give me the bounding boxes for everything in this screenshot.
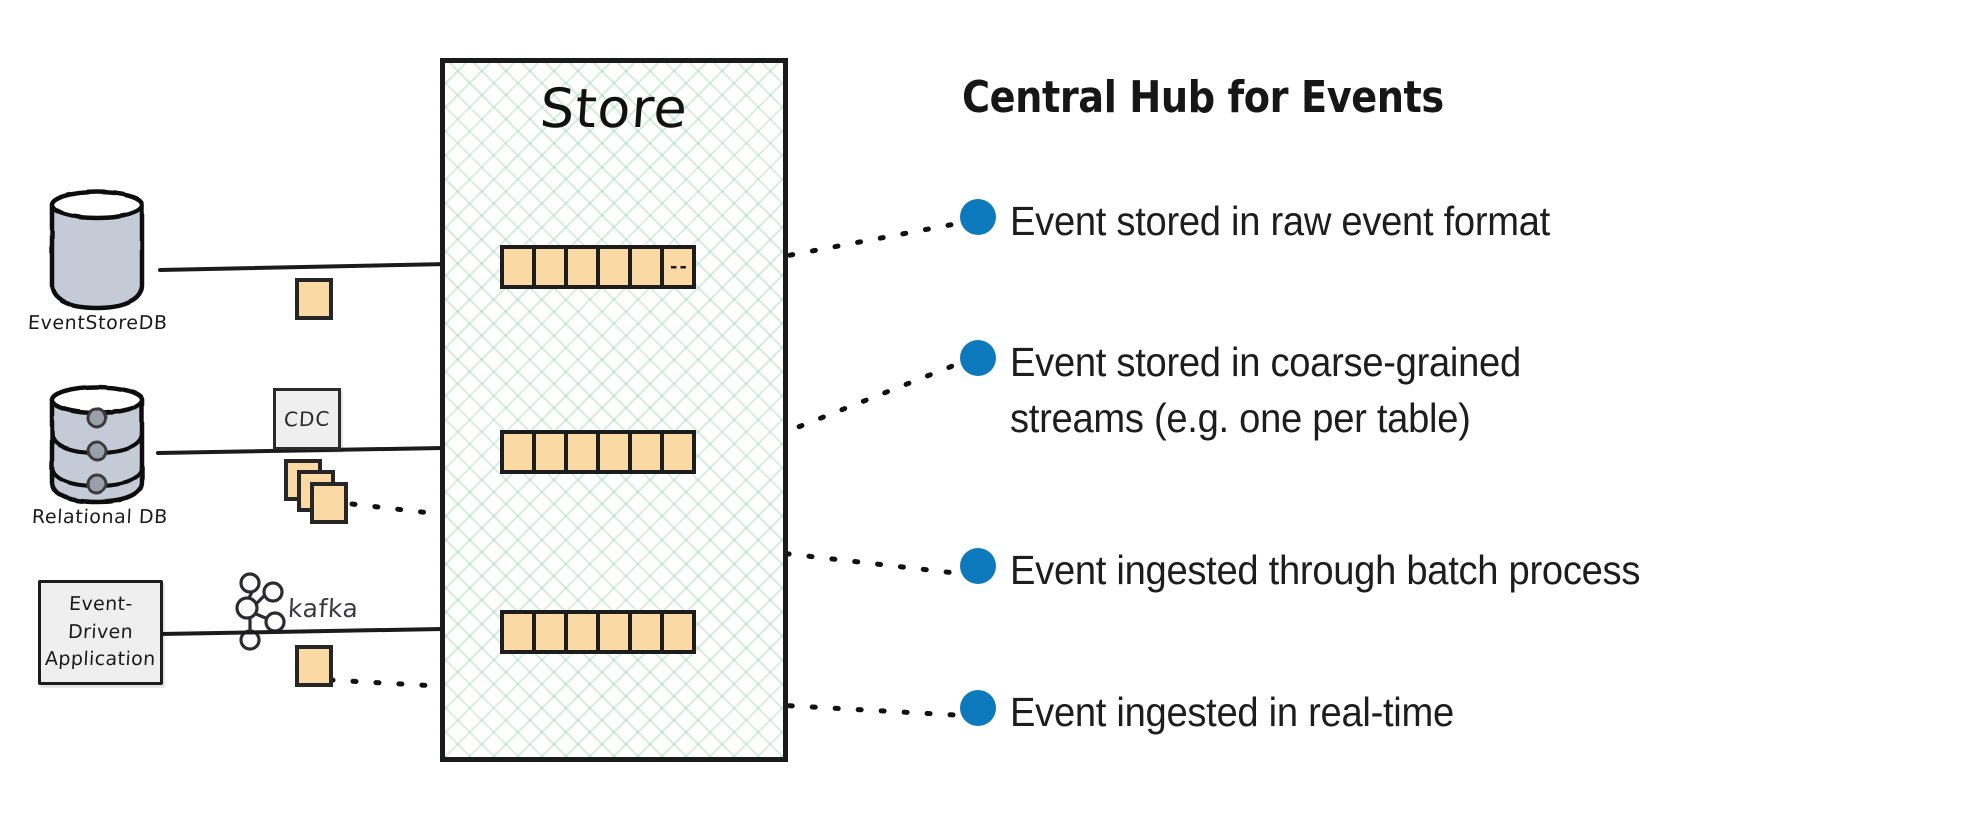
bullet-label: Event stored in coarse-grained streams (… xyxy=(1010,339,1521,442)
bullet-item-real-time: Event ingested in real-time xyxy=(960,684,1920,740)
bullet-label: Event ingested through batch process xyxy=(1010,547,1641,593)
cdc-label: CDC xyxy=(283,406,331,432)
cylinder-plain-icon xyxy=(49,189,145,311)
stream-cell xyxy=(532,610,568,654)
bullet-dot-icon xyxy=(960,548,996,584)
app-label-line-2: Driven xyxy=(67,620,134,643)
stream-cell xyxy=(628,245,664,289)
bullet-dot-icon xyxy=(960,690,996,726)
bullet-label: Event stored in raw event format xyxy=(1010,198,1550,244)
cylinder-stacked-icon xyxy=(49,384,145,505)
stream-cell xyxy=(596,245,632,289)
bullet-dot-icon xyxy=(960,340,996,376)
store-title: Store xyxy=(537,77,691,140)
bullet-item-raw-event-format: Event stored in raw event format xyxy=(960,193,1920,249)
store-container: Store xyxy=(440,58,788,762)
cdc-box-icon: CDC xyxy=(273,388,341,450)
stream-cell-last: -- xyxy=(660,245,696,289)
source-box-event-driven-application: Event- Driven Application xyxy=(38,580,163,685)
stream-cell-last xyxy=(660,610,696,654)
stream-raw-event: -- xyxy=(500,245,696,289)
stream-cell xyxy=(596,610,632,654)
stream-trailing-dots: -- xyxy=(670,256,689,278)
bullet-dot-icon xyxy=(960,199,996,235)
stream-realtime xyxy=(500,610,696,654)
app-label-line-1: Event- xyxy=(68,593,133,616)
stream-cell xyxy=(532,430,568,474)
page-title: Central Hub for Events xyxy=(962,72,1444,123)
stream-cell xyxy=(532,245,568,289)
source-label-relational-db: Relational DB xyxy=(31,506,169,528)
stream-cell xyxy=(564,430,600,474)
bullet-item-coarse-grained-streams: Event stored in coarse-grained streams (… xyxy=(960,334,1920,446)
event-square-relational-front xyxy=(310,482,348,524)
event-square-application xyxy=(295,645,333,687)
stream-cell xyxy=(628,430,664,474)
stream-cell xyxy=(628,610,664,654)
stream-cell xyxy=(564,610,600,654)
stream-coarse-grained xyxy=(500,430,696,474)
kafka-logo-icon xyxy=(235,572,286,651)
stream-cell xyxy=(500,610,536,654)
stream-cell xyxy=(500,430,536,474)
stream-cell xyxy=(564,245,600,289)
app-label-line-3: Application xyxy=(44,648,157,671)
stream-cell xyxy=(500,245,536,289)
stream-cell xyxy=(596,430,632,474)
kafka-label: kafka xyxy=(287,594,360,623)
source-label-eventstoredb: EventStoreDB xyxy=(27,312,169,334)
stream-cell-last xyxy=(660,430,696,474)
bullet-label: Event ingested in real-time xyxy=(1010,689,1454,735)
event-square-eventstoredb xyxy=(295,278,333,320)
bullet-item-batch-process: Event ingested through batch process xyxy=(960,542,1960,598)
